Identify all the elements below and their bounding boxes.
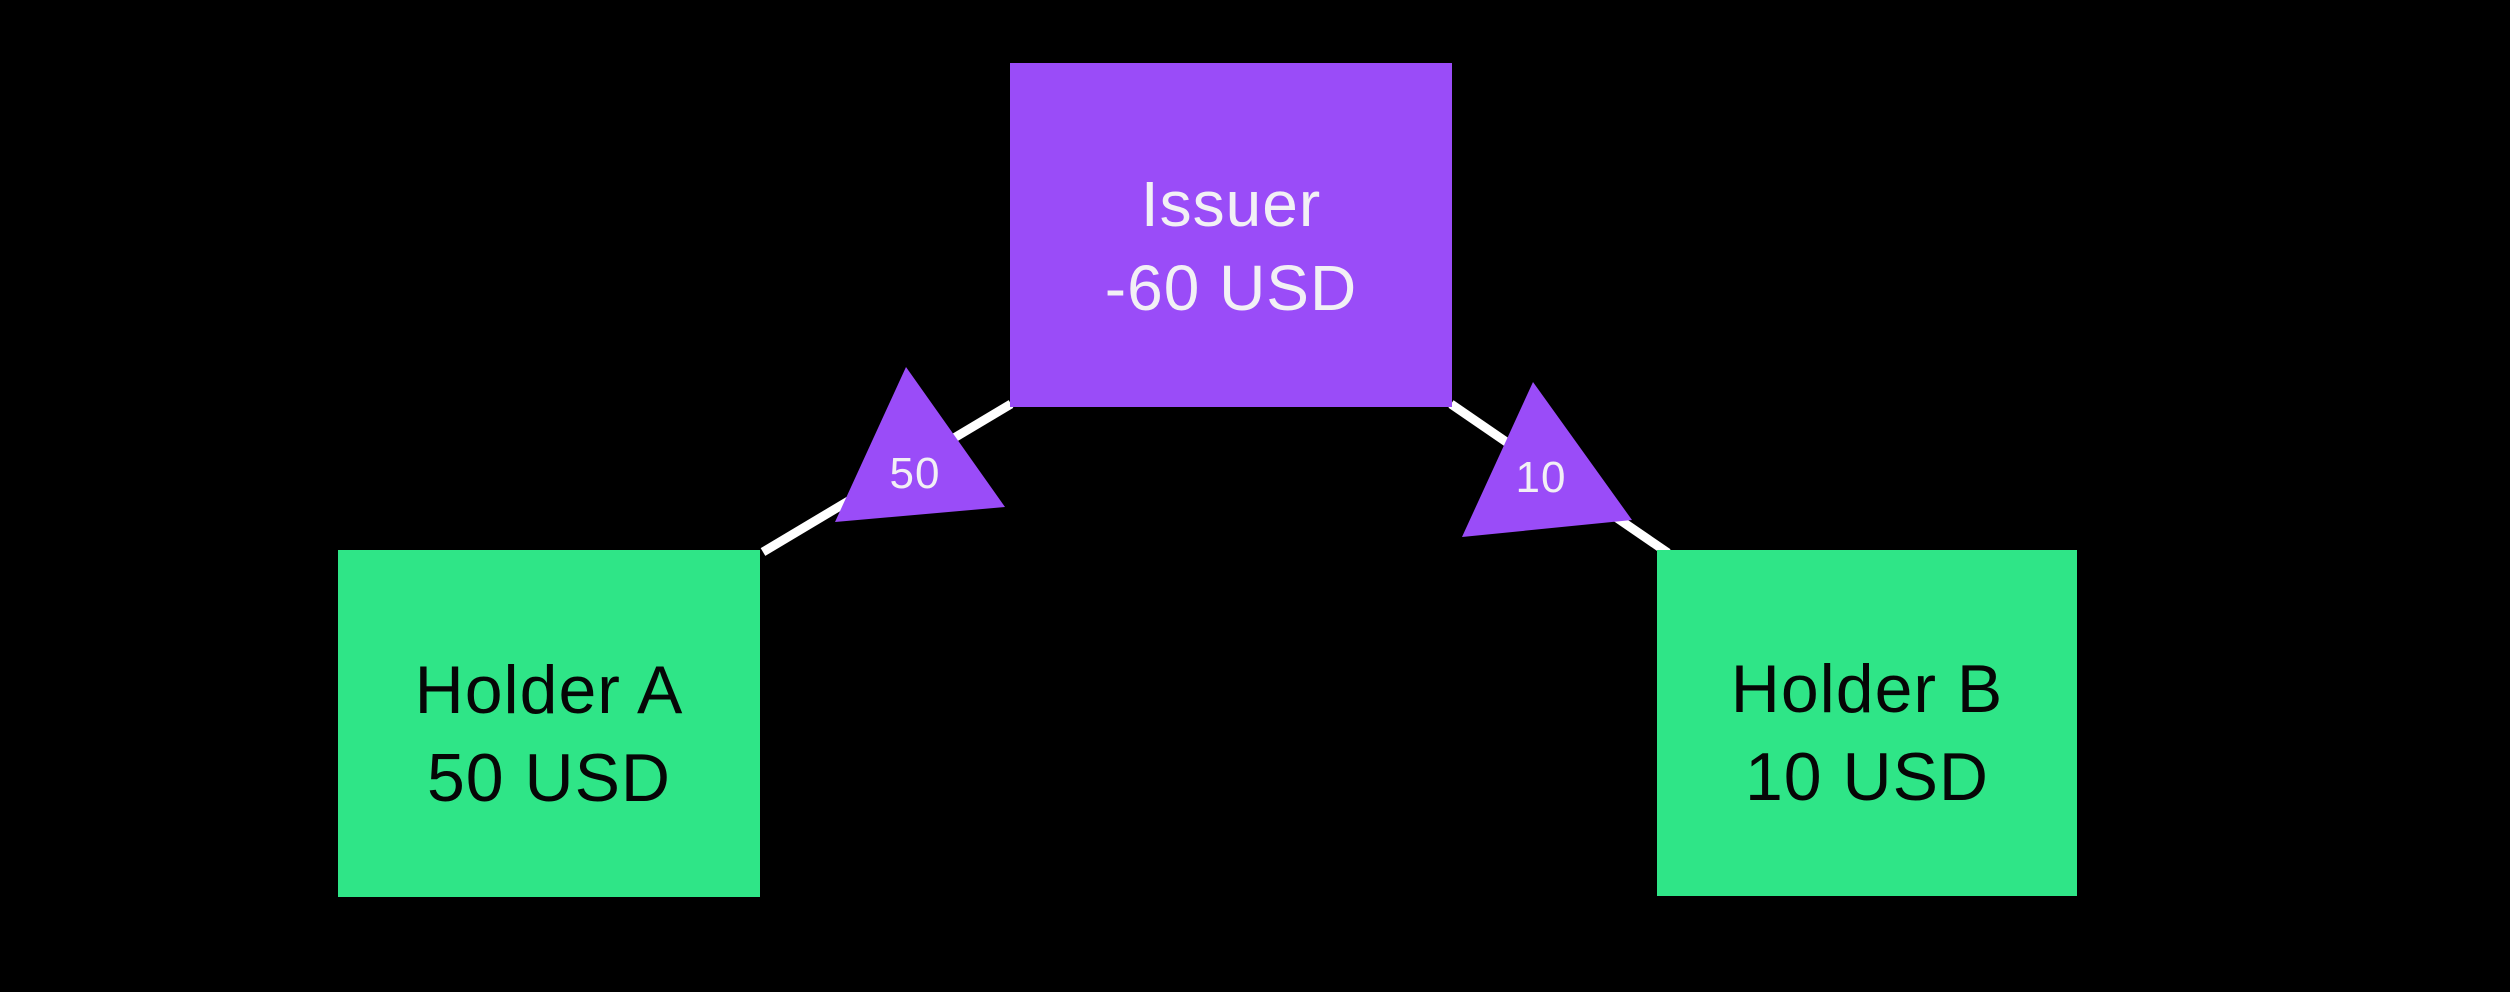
- holder-b-name: Holder B: [1730, 651, 2004, 727]
- issuer-balance: -60 USD: [1104, 252, 1358, 324]
- node-issuer: Issuer -60 USD: [1010, 63, 1452, 407]
- edge-label-issuer-holder-a: 50: [889, 449, 941, 498]
- node-holder-a: Holder A 50 USD: [338, 550, 760, 897]
- limit-triangle-b-icon: [1462, 382, 1632, 537]
- issuer-name: Issuer: [1140, 168, 1322, 240]
- limit-triangle-a-icon: [835, 367, 1005, 522]
- holder-b-balance: 10 USD: [1744, 739, 1990, 815]
- holder-a-name: Holder A: [414, 651, 684, 728]
- holder-a-balance: 50 USD: [426, 739, 672, 816]
- node-holder-b: Holder B 10 USD: [1657, 550, 2077, 896]
- edge-label-issuer-holder-b: 10: [1515, 453, 1567, 502]
